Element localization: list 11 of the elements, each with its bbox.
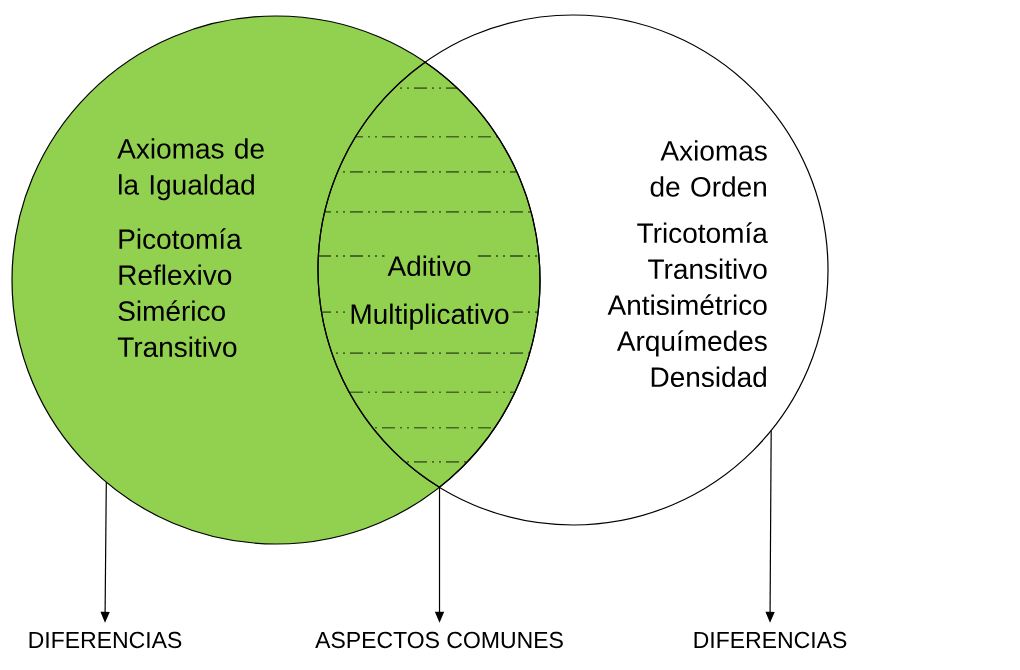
category-label: ASPECTOS COMUNES	[315, 631, 563, 649]
category-label: DIFERENCIAS	[694, 631, 847, 649]
venn-text: Tricotomía Transitivo Antisimétrico Arquímedes Densidad	[607, 222, 768, 388]
venn-circle	[317, 14, 829, 526]
category-label: DIFERENCIAS	[29, 631, 182, 649]
venn-text: Picotomía Reflexivo Simérico Transitivo	[117, 228, 242, 358]
venn-text: Axiomas de Orden	[650, 140, 767, 197]
intersection-text: Aditivo	[384, 252, 475, 280]
venn-circle	[11, 15, 541, 545]
venn-text: Axiomas de la Igualdad	[117, 138, 264, 201]
intersection-text: Multiplicativo	[346, 300, 513, 333]
